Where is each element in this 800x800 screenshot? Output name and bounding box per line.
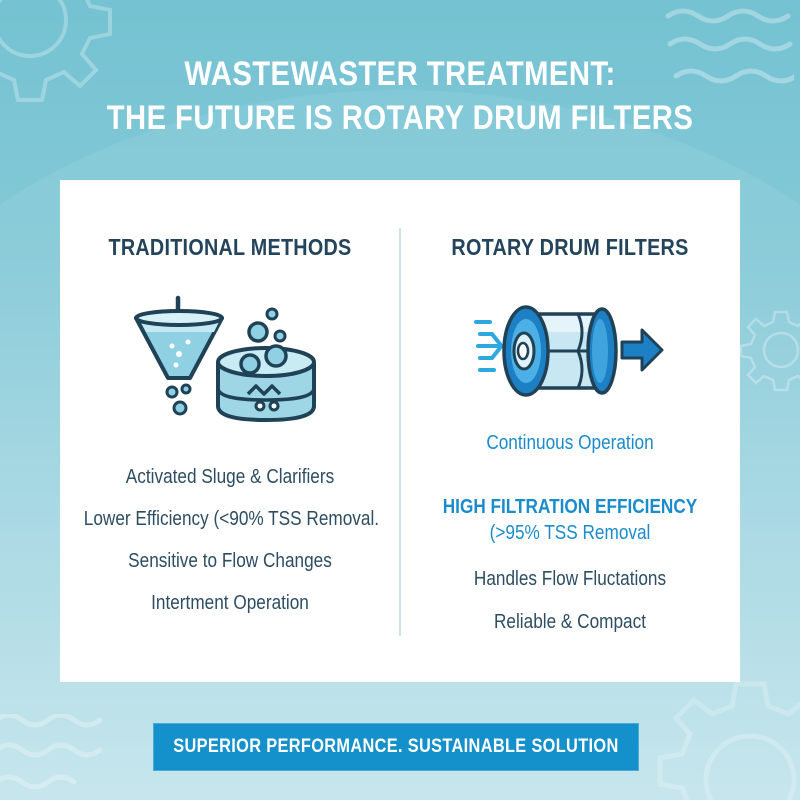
rdf-item-tss-removal: (>95% TSS Removal	[489, 522, 651, 544]
traditional-methods-column: TRADITIONAL METHODS	[60, 180, 400, 682]
rotary-drum-filters-column: ROTARY DRUM FILTERS	[400, 180, 740, 682]
comparison-card: TRADITIONAL METHODS	[60, 180, 740, 682]
traditional-item: Lower Efficiency (<90% TSS Removal.	[83, 508, 380, 530]
rdf-item-continuous-operation: Continuous Operation	[486, 432, 654, 454]
title-line-2: THE FUTURE IS ROTARY DRUM FILTERS	[106, 99, 694, 137]
rdf-item-flow-fluctuations: Handles Flow Fluctations	[473, 568, 667, 590]
rdf-item-high-efficiency: HIGH FILTRATION EFFICIENCY	[442, 496, 698, 518]
rotary-drum-filters-heading: ROTARY DRUM FILTERS	[451, 234, 689, 260]
column-divider	[399, 228, 401, 636]
rdf-item-reliable-compact: Reliable & Compact	[493, 611, 647, 633]
title-line-1: WASTEWASTER TREATMENT:	[184, 55, 616, 93]
page-title: WASTEWASTER TREATMENT: THE FUTURE IS ROT…	[56, 52, 744, 140]
footer-banner-text: SUPERIOR PERFORMANCE. SUSTAINABLE SOLUTI…	[173, 736, 619, 757]
footer-banner: SUPERIOR PERFORMANCE. SUSTAINABLE SOLUTI…	[153, 723, 639, 771]
traditional-item: Intertment Operation	[151, 592, 309, 614]
rotary-drum-filter-icon	[474, 305, 664, 397]
traditional-item: Sensitive to Flow Changes	[128, 550, 332, 572]
funnel-and-tank-icon	[134, 295, 316, 423]
traditional-item: Activated Sluge & Clarifiers	[125, 466, 335, 488]
traditional-methods-heading: TRADITIONAL METHODS	[108, 234, 352, 260]
